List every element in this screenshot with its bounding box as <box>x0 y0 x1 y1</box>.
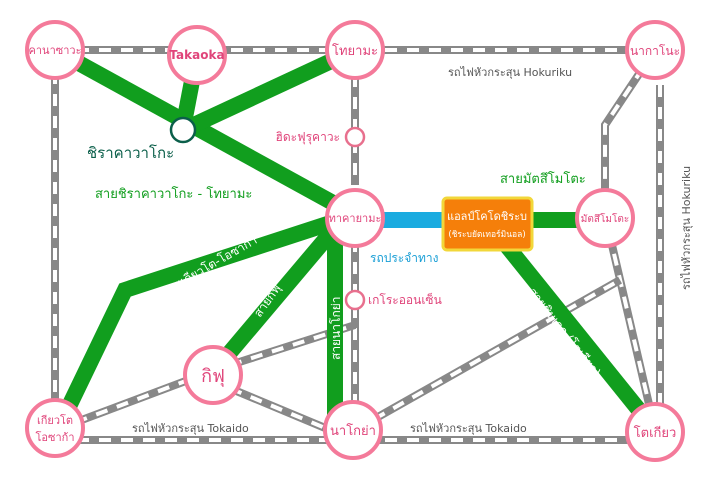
airport-terminal[interactable]: แอลป์โคโดชิระบ (ชิระบยัตเทอร์มินอล) <box>441 196 534 252</box>
station-nagoya[interactable]: นาโกย่า <box>323 400 383 460</box>
shirakawago-label: ชิราคาวาโกะ <box>87 144 174 162</box>
rail-labels: รถไฟหัวกระสุน Hokuriku รถไฟหัวกระสุน Hok… <box>132 66 693 435</box>
line-kanazawa-toyama-diag <box>51 42 359 223</box>
hidafurukawa-label: ฮิดะฟุรุคาวะ <box>276 130 340 145</box>
hidafurukawa-marker[interactable] <box>344 126 366 148</box>
label-line-shirakawago-toyama: สายชิราคาวาโกะ - โทยามะ <box>95 186 252 202</box>
station-takayama[interactable]: ทาคายามะ <box>325 188 385 248</box>
major-stations: คานาซาวะ Takaoka โทยามะ นากาโนะ ทาคายามะ… <box>25 20 685 462</box>
shirakawago-station[interactable]: ชิราคาวาโกะ <box>87 116 197 162</box>
label-brt: รถประจำทาง <box>370 251 439 265</box>
gero-marker[interactable] <box>344 289 366 311</box>
airport-box <box>441 196 534 252</box>
station-kyoto-osaka[interactable]: เกียวโต โอซาก้า <box>25 398 85 458</box>
rail-right-hokuriku <box>601 47 659 431</box>
matsumoto-label: มัตสึโมโตะ <box>581 212 629 225</box>
osaka-label: โอซาก้า <box>36 430 75 444</box>
line-chuo-tokyo <box>483 219 662 436</box>
kanazawa-label: คานาซาวะ <box>29 44 82 57</box>
nagoya-label: นาโกย่า <box>330 423 376 439</box>
station-gifu[interactable]: กิฟุ <box>183 345 243 405</box>
secondary-stations: ฮิดะฟุรุคาวะ เกโระออนเซ็น <box>276 126 442 311</box>
gifu-label: กิฟุ <box>201 366 225 387</box>
label-tokaido-left: รถไฟหัวกระสุน Tokaido <box>132 422 249 435</box>
line-kyoto-osaka <box>52 207 358 429</box>
station-toyama[interactable]: โทยามะ <box>325 20 385 80</box>
line-gifu <box>208 216 347 376</box>
airport-name: แอลป์โคโดชิระบ <box>447 209 527 223</box>
station-takaoka[interactable]: Takaoka <box>167 25 227 85</box>
label-tokaido-right: รถไฟหัวกระสุน Tokaido <box>410 422 527 435</box>
naganohoka-label: นากาโนะ <box>630 44 680 58</box>
airport-subtitle: (ชิระบยัตเทอร์มินอล) <box>448 229 525 240</box>
takayama-label: ทาคายามะ <box>329 212 382 225</box>
takaoka-label: Takaoka <box>169 48 224 62</box>
toyama-label: โทยามะ <box>332 43 378 59</box>
station-naganohoka[interactable]: นากาโนะ <box>625 20 685 80</box>
label-line-nagoya: สายนาโกย่า <box>329 296 343 360</box>
rail-nagoya-matsumoto <box>353 276 622 434</box>
station-kanazawa[interactable]: คานาซาวะ <box>25 20 85 80</box>
gero-label: เกโระออนเซ็น <box>368 292 442 307</box>
tokyo-label: โตเกียว <box>634 425 677 441</box>
label-hokuriku-right: รถไฟหัวกระสุน Hokuriku <box>680 166 693 290</box>
label-line-matsumoto: สายมัตสึโมโตะ <box>500 171 586 187</box>
station-matsumoto[interactable]: มัตสึโมโตะ <box>575 188 635 248</box>
station-tokyo[interactable]: โตเกียว <box>625 402 685 462</box>
line-toyama-shirakawago <box>179 42 359 138</box>
kyoto-label: เกียวโต <box>37 413 73 427</box>
shirakawago-marker <box>169 116 197 144</box>
label-hokuriku-top: รถไฟหัวกระสุน Hokuriku <box>448 66 572 79</box>
